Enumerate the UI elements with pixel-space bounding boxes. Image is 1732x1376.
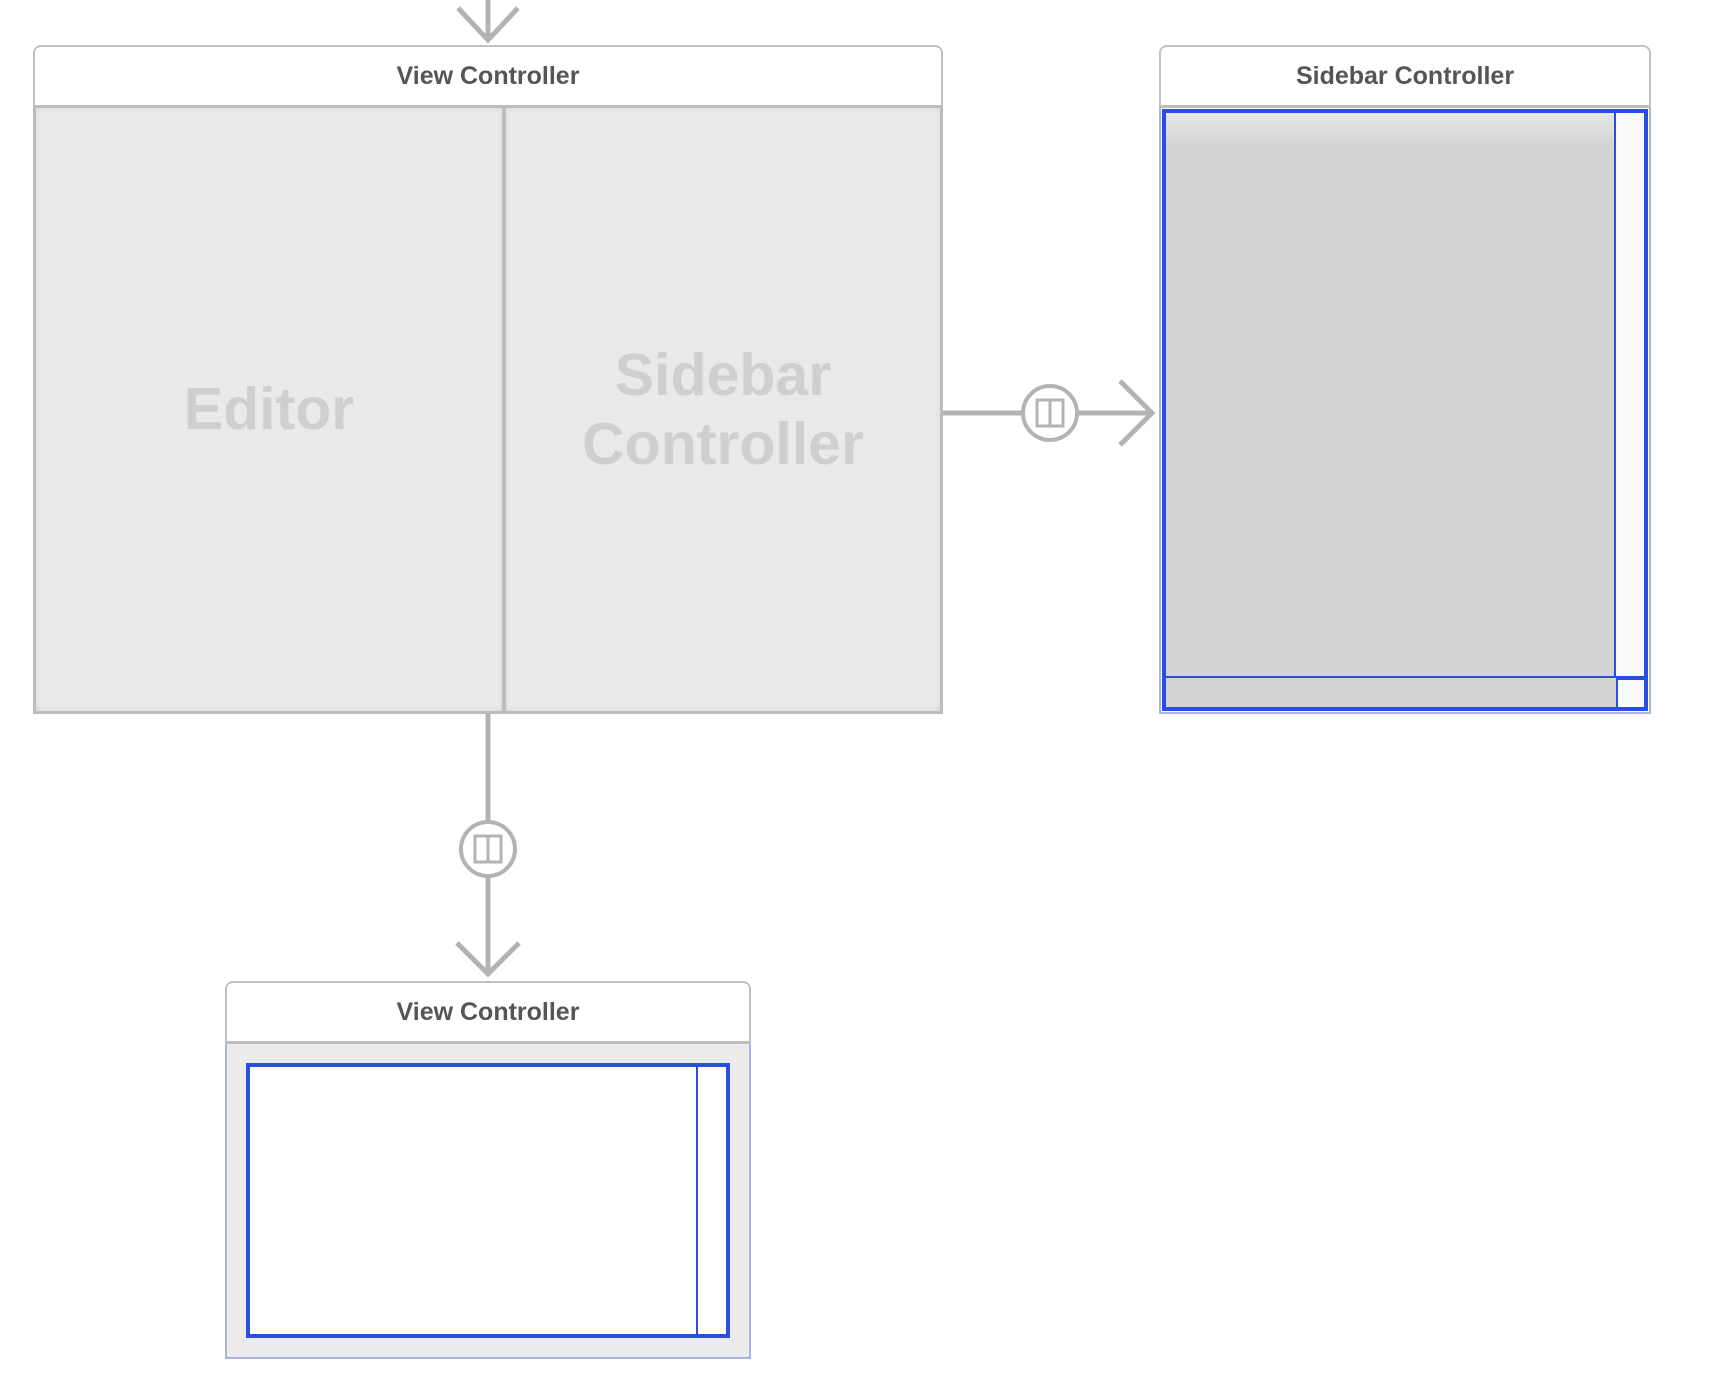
entry-arrow[interactable] xyxy=(456,0,520,44)
scene-title-bar[interactable]: View Controller xyxy=(225,981,751,1044)
sidebar-placeholder-line2: Controller xyxy=(582,410,864,477)
scene-title: View Controller xyxy=(396,61,580,90)
scene-title: Sidebar Controller xyxy=(1295,61,1515,90)
vertical-scroller[interactable] xyxy=(696,1067,726,1334)
scroller-corner xyxy=(1616,678,1644,707)
sidebar-scroll-view[interactable] xyxy=(1162,109,1648,711)
bottom-scene-body[interactable] xyxy=(225,1044,751,1359)
scene-title-bar[interactable]: Sidebar Controller xyxy=(1159,45,1651,108)
split-view-icon[interactable] xyxy=(459,820,517,878)
sidebar-placeholder-line1: Sidebar xyxy=(614,341,832,408)
scene-view-controller-main[interactable]: View Controller Editor Sidebar Controlle… xyxy=(33,45,943,714)
editor-placeholder-label: Editor xyxy=(183,376,355,442)
split-view-icon[interactable] xyxy=(1021,384,1079,442)
scene-title-bar[interactable]: View Controller xyxy=(33,45,943,108)
editor-placeholder[interactable]: Editor xyxy=(36,108,502,711)
sidebar-controller-placeholder[interactable]: Sidebar Controller xyxy=(506,108,940,711)
scene-view-controller-bottom[interactable]: View Controller xyxy=(225,981,751,1359)
embed-segue-to-sidebar[interactable] xyxy=(943,379,1156,447)
horizontal-scroller[interactable] xyxy=(1166,676,1644,707)
sidebar-placeholder-label: Sidebar Controller xyxy=(582,341,864,479)
scene-title: View Controller xyxy=(396,997,580,1026)
scene-sidebar-controller[interactable]: Sidebar Controller xyxy=(1159,45,1651,714)
split-view-container[interactable]: Editor Sidebar Controller xyxy=(33,108,943,714)
embed-segue-to-bottom[interactable] xyxy=(455,714,521,978)
vertical-scroller[interactable] xyxy=(1614,113,1644,707)
text-scroll-view[interactable] xyxy=(246,1063,730,1338)
sidebar-scene-body[interactable] xyxy=(1159,108,1651,714)
